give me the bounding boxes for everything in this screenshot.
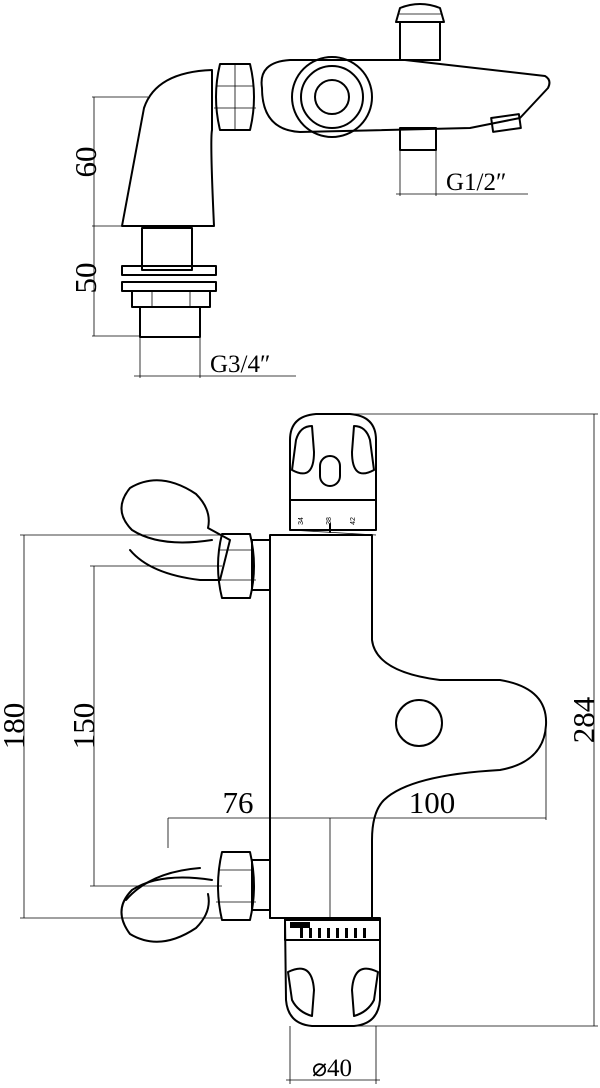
side-lock-nut (131, 290, 211, 308)
side-diverter-button (395, 3, 445, 61)
front-main-body (269, 534, 548, 919)
temp-scale-42: 42 (350, 517, 357, 525)
side-hex-nut (214, 63, 256, 131)
front-knurl-ring (284, 917, 381, 941)
dim-label-76: 76 (223, 785, 254, 820)
temp-scale-34: 34 (298, 517, 305, 525)
dim-label-150: 150 (66, 703, 101, 750)
dim-label-284: 284 (566, 696, 600, 743)
front-dimension-lines (20, 413, 598, 1084)
dim-label-60: 60 (68, 147, 103, 178)
side-thermostat-knob (291, 56, 373, 138)
dim-label-50: 50 (68, 263, 103, 294)
front-view: 34 38 42 (0, 413, 600, 1084)
front-lower-inlet (120, 851, 271, 943)
side-dimension-lines (92, 96, 528, 378)
temp-scale-38: 38 (326, 517, 333, 525)
dim-label-100: 100 (409, 785, 456, 820)
side-threaded-tail (139, 306, 201, 338)
dim-label-diameter-40: ⌀40 (312, 1055, 352, 1082)
side-pillar (121, 69, 215, 227)
front-upper-inlet (120, 479, 271, 599)
outlet-thread-label: G1/2″ (446, 169, 506, 196)
side-spout-body (260, 59, 551, 133)
side-view: 60 50 G1/2″ G3/4″ (68, 3, 551, 378)
inlet-thread-label: G3/4″ (210, 351, 270, 378)
front-top-knob (289, 413, 377, 536)
side-upper-shank (141, 227, 193, 271)
front-spout-outlet (395, 699, 443, 747)
dim-label-180: 180 (0, 703, 31, 750)
side-spout-tip (490, 113, 522, 133)
side-outlet (399, 127, 437, 151)
